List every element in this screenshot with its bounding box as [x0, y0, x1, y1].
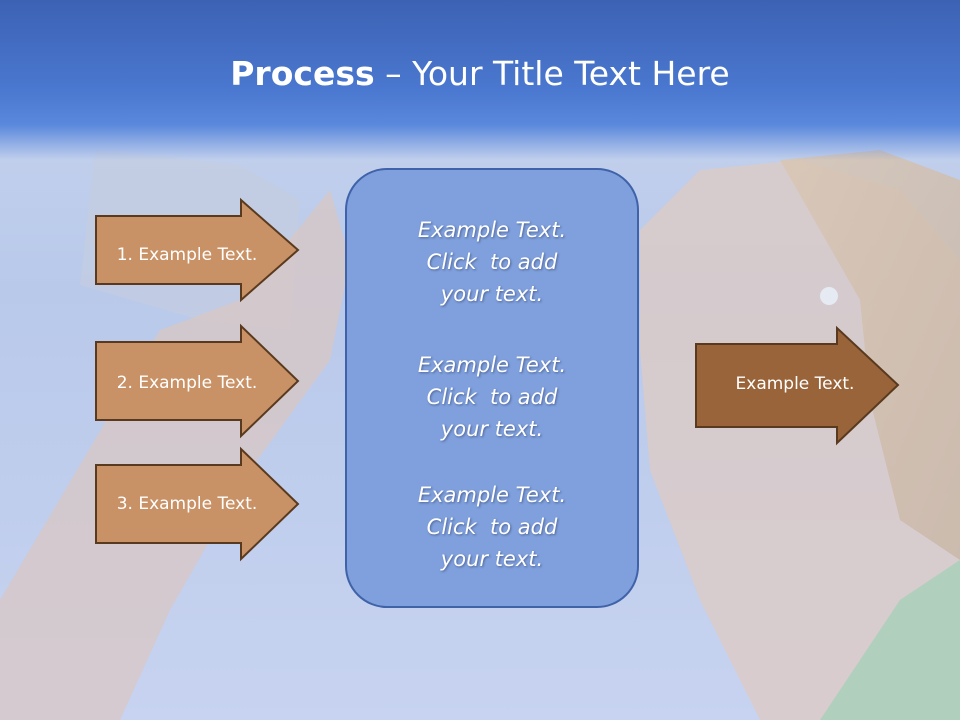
- left-arrow-3-label: 3. Example Text.: [116, 494, 258, 514]
- right-arrow[interactable]: [695, 325, 900, 446]
- center-text-block-1[interactable]: Example Text. Click to add your text.: [347, 214, 637, 310]
- block-1-line-1: Example Text.: [417, 218, 567, 242]
- left-arrow-2-label: 2. Example Text.: [116, 373, 258, 393]
- left-arrow-1-label: 1. Example Text.: [116, 245, 258, 265]
- center-text-box[interactable]: Example Text. Click to add your text. Ex…: [345, 168, 639, 608]
- block-2-line-3: your text.: [440, 417, 544, 441]
- block-3-line-2: Click to add: [426, 515, 558, 539]
- block-3-line-3: your text.: [440, 547, 544, 571]
- slide-title[interactable]: Process – Your Title Text Here: [0, 52, 960, 96]
- block-1-line-3: your text.: [440, 282, 544, 306]
- right-arrow-label: Example Text.: [735, 374, 855, 394]
- left-arrow-2[interactable]: [95, 323, 300, 439]
- left-arrow-3[interactable]: [95, 446, 300, 562]
- block-1-line-2: Click to add: [426, 250, 558, 274]
- title-rest: – Your Title Text Here: [374, 54, 730, 93]
- block-2-line-1: Example Text.: [417, 353, 567, 377]
- center-text-block-3[interactable]: Example Text. Click to add your text.: [347, 479, 637, 575]
- title-band: [0, 0, 960, 160]
- title-bold: Process: [230, 54, 375, 93]
- center-text-block-2[interactable]: Example Text. Click to add your text.: [347, 349, 637, 445]
- left-arrow-1[interactable]: [95, 197, 300, 303]
- block-2-line-2: Click to add: [426, 385, 558, 409]
- block-3-line-1: Example Text.: [417, 483, 567, 507]
